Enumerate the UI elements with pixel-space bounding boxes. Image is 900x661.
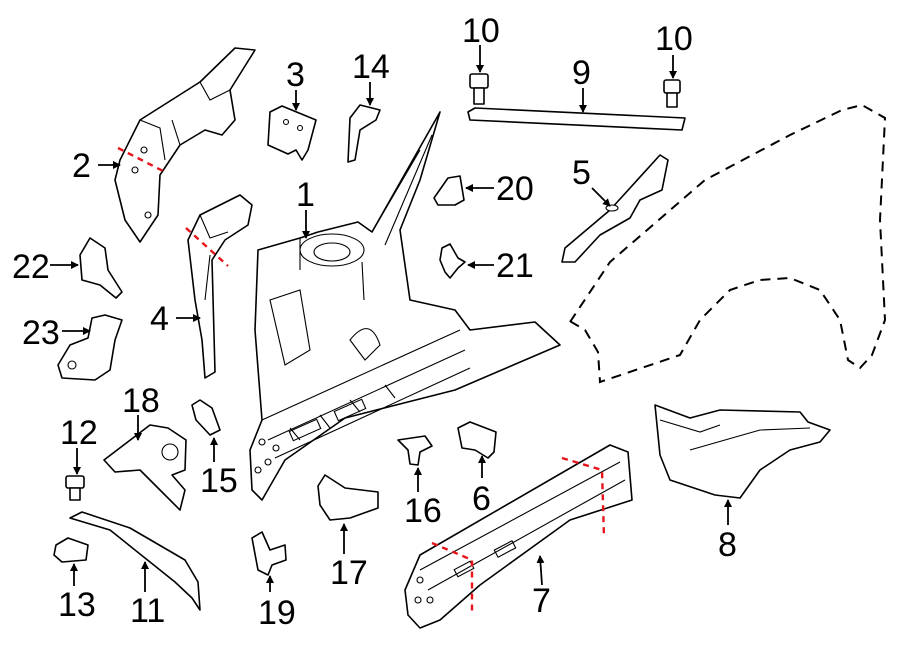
callout-2: 2 — [72, 147, 91, 185]
callout-6: 6 — [472, 480, 491, 518]
callout-1: 1 — [296, 176, 315, 214]
callout-18: 18 — [122, 382, 160, 420]
part-10-bolt-left — [469, 73, 489, 105]
callout-17: 17 — [330, 554, 368, 592]
part-7-frame-rail — [404, 444, 633, 629]
part-19-bracket — [251, 531, 287, 576]
callout-3: 3 — [286, 56, 305, 94]
part-3-bracket — [267, 105, 317, 161]
callout-16: 16 — [404, 492, 442, 530]
callout-15: 15 — [200, 462, 238, 500]
part-13-clip — [53, 537, 89, 563]
part-23-bracket — [57, 314, 123, 381]
callout-21: 21 — [496, 247, 534, 285]
part-6-bracket — [457, 421, 497, 459]
part-9-brace-bar — [467, 107, 686, 131]
callout-10-left: 10 — [462, 12, 500, 50]
part-4-reinforcement — [185, 194, 253, 379]
part-22-bracket — [79, 237, 123, 299]
part-18-bracket — [103, 424, 187, 511]
callout-11: 11 — [130, 592, 165, 630]
callout-12: 12 — [60, 414, 98, 452]
callout-19: 19 — [258, 594, 296, 632]
part-20-bracket — [433, 175, 465, 206]
callout-8: 8 — [718, 526, 737, 564]
callout-10-right: 10 — [655, 20, 693, 58]
part-15-bracket — [191, 399, 221, 436]
callout-5: 5 — [572, 154, 591, 192]
fender-outline — [567, 103, 887, 384]
callout-14: 14 — [352, 48, 390, 86]
callout-23: 23 — [22, 314, 60, 352]
callout-labels: 1 2 3 4 5 6 7 8 9 10 10 11 12 13 14 15 1… — [12, 12, 737, 632]
callout-4: 4 — [150, 300, 169, 338]
callout-13: 13 — [58, 586, 96, 624]
part-12-bolt — [65, 475, 85, 501]
callout-20: 20 — [496, 170, 534, 208]
part-17-bracket — [317, 474, 379, 521]
part-1-apron-assembly — [249, 111, 561, 501]
part-8-side-member — [654, 404, 831, 499]
callout-7: 7 — [532, 582, 551, 620]
part-2-upper-rail — [114, 47, 256, 243]
callout-22: 22 — [12, 248, 50, 286]
leader-lines — [50, 45, 732, 592]
callout-9: 9 — [572, 54, 591, 92]
part-21-clip — [439, 243, 466, 279]
part-10-bolt-right — [663, 79, 681, 108]
part-11-lower-panel — [69, 511, 201, 611]
part-14-bracket — [347, 104, 381, 163]
part-16-bracket — [397, 435, 433, 466]
